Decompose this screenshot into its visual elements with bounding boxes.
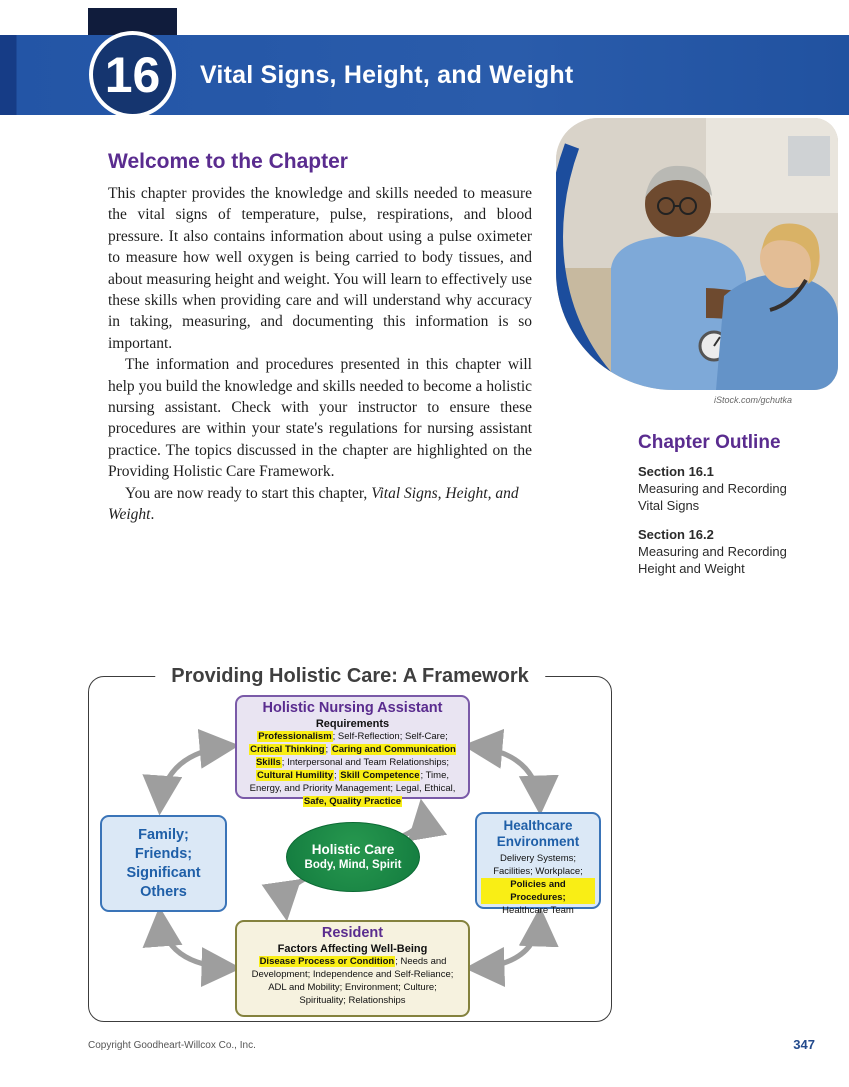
chapter-number: 16 (104, 46, 161, 103)
welcome-paragraph-3: You are now ready to start this chapter,… (108, 483, 532, 526)
resident-box: Resident Factors Affecting Well-Being Di… (235, 920, 470, 1017)
welcome-heading: Welcome to the Chapter (108, 150, 348, 173)
family-friends-box: Family; Friends; Significant Others (100, 815, 227, 912)
welcome-paragraph-1: This chapter provides the knowledge and … (108, 185, 532, 352)
resident-heading: Resident (321, 925, 384, 941)
page-number: 347 (793, 1037, 815, 1052)
family-line: Significant (126, 864, 201, 881)
body-mind-spirit-label: Body, Mind, Spirit (304, 859, 402, 871)
chapter-photo (556, 118, 838, 390)
resident-subheading: Factors Affecting Well-Being (277, 943, 428, 955)
hna-heading: Holistic Nursing Assistant (262, 700, 443, 716)
framework-title: Providing Holistic Care: A Framework (155, 662, 545, 690)
holistic-care-ellipse: Holistic Care Body, Mind, Spirit (286, 822, 420, 892)
family-line: Others (140, 883, 187, 900)
photo-illustration (556, 118, 838, 390)
paragraph-3-text: You are now ready to start this chapter, (125, 484, 372, 502)
section-label: Section 16.2 (638, 527, 714, 542)
section-title: Measuring and Recording Height and Weigh… (638, 544, 787, 576)
holistic-nursing-assistant-box: Holistic Nursing Assistant Requirements … (235, 695, 470, 807)
chapter-title: Vital Signs, Height, and Weight (200, 60, 574, 89)
chapter-number-badge: 16 (89, 31, 176, 118)
copyright-text: Copyright Goodheart-Willcox Co., Inc. (88, 1040, 256, 1051)
family-line: Family; (138, 826, 189, 843)
resident-body: Disease Process or Condition; Needs and … (251, 956, 454, 1006)
family-line: Friends; (134, 845, 193, 862)
outline-section-2: Section 16.2 Measuring and Recording Hei… (638, 526, 818, 577)
section-label: Section 16.1 (638, 464, 714, 479)
hna-body: Professionalism; Self-Reflection; Self-C… (249, 731, 456, 807)
paragraph-3-period: . (150, 506, 155, 524)
welcome-section: Welcome to the Chapter This chapter prov… (108, 150, 532, 526)
healthcare-body: Delivery Systems;Facilities; Workplace;P… (481, 852, 595, 917)
chapter-outline-heading: Chapter Outline (638, 432, 781, 453)
holistic-care-framework: Providing Holistic Care: A Framework Hol… (88, 662, 612, 1022)
welcome-paragraph-2: The information and procedures presented… (108, 356, 532, 481)
photo-credit: iStock.com/gchutka (713, 395, 792, 405)
holistic-care-label: Holistic Care (311, 842, 395, 857)
healthcare-environment-box: Healthcare Environment Delivery Systems;… (475, 812, 601, 916)
chapter-title-italic: Vital Signs, Height, and Weight (108, 484, 519, 524)
healthcare-heading: Healthcare Environment (496, 818, 580, 849)
hna-subheading: Requirements (315, 718, 390, 730)
outline-section-1: Section 16.1 Measuring and Recording Vit… (638, 463, 818, 514)
chapter-outline: Chapter Outline Section 16.1 Measuring a… (638, 432, 818, 589)
section-title: Measuring and Recording Vital Signs (638, 481, 787, 513)
